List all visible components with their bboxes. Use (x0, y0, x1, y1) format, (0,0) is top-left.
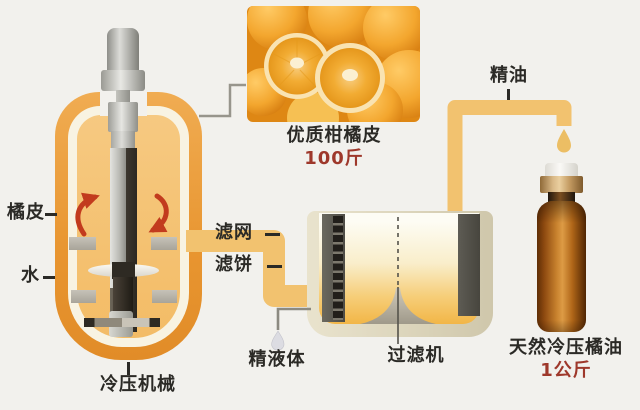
bottle-bottom-shade (537, 320, 586, 332)
liquid-drop-icon (271, 330, 285, 351)
cake-label: 滤饼 (215, 254, 253, 275)
baffle (71, 290, 96, 303)
press-tick (127, 362, 130, 375)
baffle (152, 290, 177, 303)
photo-connector-line (199, 83, 246, 118)
oil-label: 精油 (490, 65, 528, 86)
impeller-disc-hub (112, 262, 135, 279)
oranges-image (247, 6, 420, 122)
cake-tick (267, 265, 282, 268)
peel-tick (45, 213, 57, 216)
baffle (69, 237, 96, 250)
product-quantity: 1公斤 (540, 360, 592, 381)
source-quantity: 100斤 (304, 148, 364, 169)
oil-tick (507, 89, 510, 100)
filter-label: 过滤机 (387, 345, 445, 366)
press-label: 冷压机械 (100, 374, 176, 395)
oil-bottle (537, 201, 586, 332)
motor-collar (101, 70, 145, 91)
bottom-impeller-blade (84, 318, 160, 327)
motor-cap (107, 28, 139, 72)
source-caption: 优质柑橘皮 (286, 125, 382, 146)
bottle-cap-band (540, 176, 583, 193)
bottle-cap-top (545, 163, 578, 177)
water-label: 水 (21, 265, 40, 286)
motor-stem (116, 90, 130, 104)
mesh-label: 滤网 (215, 222, 253, 243)
source-photo (247, 6, 420, 122)
peel-label: 橘皮 (7, 202, 45, 223)
agitator-shaft (110, 148, 126, 288)
shaft-coupler (108, 102, 138, 132)
water-tick (43, 276, 55, 279)
byproduct-label: 精液体 (248, 349, 306, 370)
baffle (151, 237, 177, 250)
mesh-tick (265, 233, 280, 236)
filter-mesh-cells (333, 216, 343, 320)
oil-drop-icon (557, 129, 571, 153)
product-name-label: 天然冷压橘油 (509, 337, 623, 358)
bottle-shoulder-shade (537, 201, 586, 223)
filter-right-panel (458, 214, 480, 316)
shaft-coupler-lower (111, 131, 135, 148)
lower-shaft (113, 277, 133, 317)
